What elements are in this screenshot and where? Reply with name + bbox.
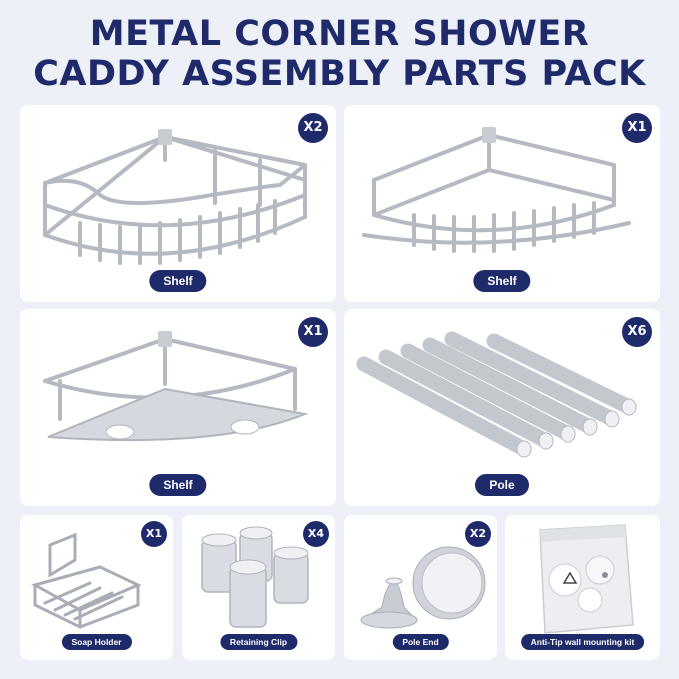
title-line-2: CADDY ASSEMBLY PARTS PACK: [33, 54, 646, 94]
part-card-soap-holder: X1 Soap Holder: [20, 515, 173, 660]
title-line-1: METAL CORNER SHOWER: [89, 14, 590, 54]
part-label: Pole: [475, 474, 529, 496]
quantity-badge: X2: [298, 113, 328, 143]
quantity-badge: X6: [622, 317, 652, 347]
part-card-shelf-3: X1 Shelf: [20, 309, 336, 506]
part-label: Shelf: [149, 270, 207, 292]
pole-end-image: [360, 546, 486, 629]
retaining-clip-image: [201, 526, 309, 628]
soap-holder-image: [31, 532, 142, 629]
part-card-retaining-clip: X4 Retaining Clip: [182, 515, 335, 660]
part-label: Anti-Tip wall mounting kit: [520, 634, 645, 650]
part-label: Shelf: [473, 270, 531, 292]
part-label: Soap Holder: [61, 634, 132, 650]
page-title: METAL CORNER SHOWER CADDY ASSEMBLY PARTS…: [0, 14, 679, 94]
part-card-pole: X6 Pole: [344, 309, 660, 506]
part-label: Shelf: [149, 474, 207, 496]
quantity-badge: X1: [141, 521, 167, 547]
mounting-kit-bag-image: [539, 524, 634, 634]
quantity-badge: X2: [465, 521, 491, 547]
part-card-shelf-1: X2 Shelf: [20, 105, 336, 302]
part-card-shelf-2: X1 Shelf: [344, 105, 660, 302]
quantity-badge: X4: [303, 521, 329, 547]
quantity-badge: X1: [622, 113, 652, 143]
pole-image: [356, 331, 637, 458]
part-card-anti-tip-kit: Anti-Tip wall mounting kit: [505, 515, 660, 660]
corner-shelf-image: [43, 129, 307, 265]
part-card-pole-end: X2 Pole End: [344, 515, 497, 660]
quantity-badge: X1: [298, 317, 328, 347]
part-label: Retaining Clip: [219, 634, 298, 650]
corner-shelf-plate-image: [43, 331, 309, 442]
corner-shelf-image: [362, 127, 631, 253]
part-label: Pole End: [392, 634, 449, 650]
